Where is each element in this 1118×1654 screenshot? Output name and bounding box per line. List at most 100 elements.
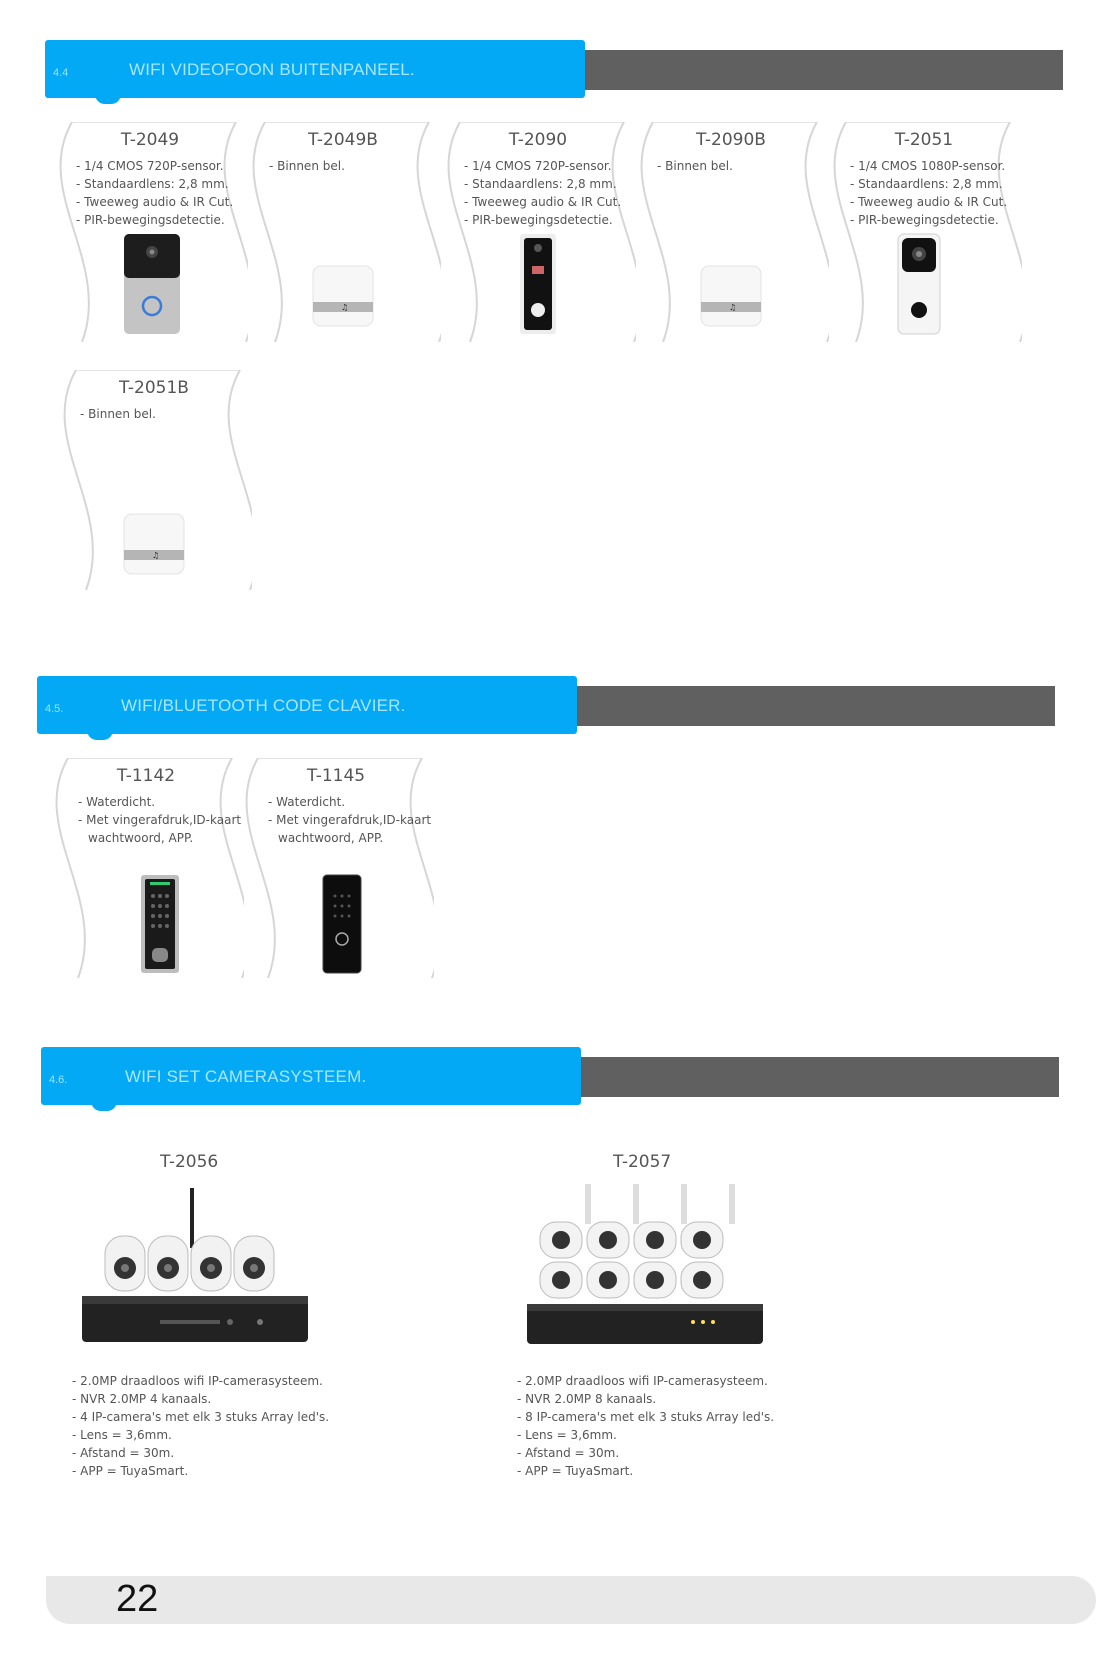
banner-label: 4.5. WIFI/BLUETOOTH CODE CLAVIER. (37, 676, 577, 734)
doorbell-white-icon (897, 233, 941, 335)
card-wave-border (252, 122, 441, 342)
card-wave-border (640, 122, 829, 342)
product-model: T-2056 (160, 1152, 219, 1172)
product-card: T-2049B Binnen bel. ♫ (245, 122, 441, 342)
product-model: T-2049B (308, 130, 378, 150)
product-image (518, 232, 558, 340)
chime-icon: ♫ (700, 265, 762, 327)
feature-item: 2.0MP draadloos wifi IP-camerasysteem. (72, 1372, 432, 1390)
section-number: 4.5. (45, 703, 64, 715)
feature-item: Standaardlens: 2,8 mm. (850, 175, 1020, 193)
banner-label: 4.4 WIFI VIDEOFOON BUITENPANEEL. (45, 40, 585, 98)
feature-list: Binnen bel. (80, 405, 250, 423)
banner-bar (541, 1057, 1059, 1097)
feature-list: Waterdicht.Met vingerafdruk,ID-kaart wach… (78, 793, 248, 847)
product-model: T-2090 (508, 130, 568, 150)
feature-item: Standaardlens: 2,8 mm. (464, 175, 634, 193)
section-banner-4-5: 4.5. WIFI/BLUETOOTH CODE CLAVIER. (37, 676, 1055, 740)
feature-list: Waterdicht.Met vingerafdruk,ID-kaart wach… (268, 793, 438, 847)
section-title: WIFI VIDEOFOON BUITENPANEEL. (129, 60, 415, 79)
feature-list: 2.0MP draadloos wifi IP-camerasysteem. N… (517, 1372, 877, 1480)
camera-set-card: T-2057 2.0MP draadloos wifi IP-camerasys… (505, 1148, 885, 1478)
camera-set-4-icon (82, 1188, 308, 1342)
product-card: T-1142Waterdicht.Met vingerafdruk,ID-kaa… (48, 758, 244, 978)
product-model: T-2051 (894, 130, 954, 150)
section-title: WIFI SET CAMERASYSTEEM. (125, 1067, 367, 1086)
svg-text:♫: ♫ (341, 303, 348, 312)
feature-item: PIR-bewegingsdetectie. (464, 211, 634, 229)
feature-item: NVR 2.0MP 8 kanaals. (517, 1390, 877, 1408)
chime-icon: ♫ (123, 513, 185, 575)
feature-item: PIR-bewegingsdetectie. (850, 211, 1020, 229)
product-card: T-2051B Binnen bel. ♫ (56, 370, 252, 590)
feature-item: Lens = 3,6mm. (72, 1426, 432, 1444)
banner-bar (537, 686, 1055, 726)
feature-item: APP = TuyaSmart. (72, 1462, 432, 1480)
keypad-black-icon (322, 874, 362, 974)
product-model: T-2049 (120, 130, 180, 150)
feature-item: NVR 2.0MP 4 kanaals. (72, 1390, 432, 1408)
feature-item: 8 IP-camera's met elk 3 stuks Array led'… (517, 1408, 877, 1426)
feature-item: Tweeweg audio & IR Cut. (850, 193, 1020, 211)
product-image: ♫ (311, 264, 375, 332)
card-wave-border (55, 758, 244, 978)
section-banner-4-4: 4.4 WIFI VIDEOFOON BUITENPANEEL. (45, 40, 1063, 104)
svg-text:♫: ♫ (729, 303, 736, 312)
feature-item: Binnen bel. (657, 157, 827, 175)
feature-list: Binnen bel. (657, 157, 827, 175)
product-image (896, 232, 942, 340)
product-image: ♫ (122, 512, 186, 580)
product-card: T-1145Waterdicht.Met vingerafdruk,ID-kaa… (238, 758, 434, 978)
feature-continuation: wachtwoord, APP. (278, 831, 384, 845)
product-card: T-2049 1/4 CMOS 720P-sensor.Standaardlens… (52, 122, 248, 342)
keypad-silver-icon (141, 875, 179, 973)
feature-list: 1/4 CMOS 720P-sensor.Standaardlens: 2,8 … (76, 157, 246, 229)
feature-item: Tweeweg audio & IR Cut. (76, 193, 246, 211)
chime-icon: ♫ (312, 265, 374, 327)
feature-item: Waterdicht. (78, 793, 248, 811)
card-wave-border (63, 370, 252, 590)
feature-item: 1/4 CMOS 720P-sensor. (76, 157, 246, 175)
product-model: T-1145 (306, 766, 366, 786)
section-number: 4.6. (49, 1074, 68, 1086)
feature-item: Binnen bel. (80, 405, 250, 423)
feature-item: Met vingerafdruk,ID-kaart (268, 811, 438, 829)
feature-item: PIR-bewegingsdetectie. (76, 211, 246, 229)
product-model: T-1142 (116, 766, 176, 786)
page-footer: 22 (46, 1576, 1096, 1624)
page-number: 22 (116, 1578, 159, 1620)
svg-text:♫: ♫ (152, 551, 159, 560)
section-banner-4-6: 4.6. WIFI SET CAMERASYSTEEM. (41, 1047, 1059, 1111)
feature-continuation: wachtwoord, APP. (88, 831, 194, 845)
product-card: T-2090BBinnen bel.♫ (633, 122, 829, 342)
camera-set-card: T-2056 2.0MP draadloos wifi IP-camerasys… (60, 1148, 440, 1478)
feature-item: 1/4 CMOS 1080P-sensor. (850, 157, 1020, 175)
banner-tail (91, 1101, 117, 1111)
banner-bar (545, 50, 1063, 90)
feature-item: 1/4 CMOS 720P-sensor. (464, 157, 634, 175)
feature-item: Standaardlens: 2,8 mm. (76, 175, 246, 193)
product-card: T-2051 1/4 CMOS 1080P-sensor.Standaardlen… (826, 122, 1022, 342)
feature-item: Met vingerafdruk,ID-kaart (78, 811, 248, 829)
feature-item: Tweeweg audio & IR Cut. (464, 193, 634, 211)
feature-list: 2.0MP draadloos wifi IP-camerasysteem. N… (72, 1372, 432, 1480)
feature-item: Binnen bel. (269, 157, 439, 175)
product-model: T-2051B (119, 378, 189, 398)
product-image: ♫ (699, 264, 763, 332)
camera-set-8-icon (527, 1184, 763, 1344)
feature-item: APP = TuyaSmart. (517, 1462, 877, 1480)
section-title: WIFI/BLUETOOTH CODE CLAVIER. (121, 696, 406, 715)
feature-item: Afstand = 30m. (72, 1444, 432, 1462)
feature-item: Lens = 3,6mm. (517, 1426, 877, 1444)
doorbell-silver-icon (124, 234, 180, 334)
product-image (122, 232, 182, 340)
product-image (322, 874, 362, 978)
feature-list: 1/4 CMOS 1080P-sensor.Standaardlens: 2,8… (850, 157, 1020, 229)
banner-tail (87, 730, 113, 740)
feature-item: 2.0MP draadloos wifi IP-camerasysteem. (517, 1372, 877, 1390)
feature-item: Waterdicht. (268, 793, 438, 811)
banner-label: 4.6. WIFI SET CAMERASYSTEEM. (41, 1047, 581, 1105)
product-model: T-2057 (613, 1152, 672, 1172)
feature-item: 4 IP-camera's met elk 3 stuks Array led'… (72, 1408, 432, 1426)
doorbell-black-icon (520, 234, 556, 334)
